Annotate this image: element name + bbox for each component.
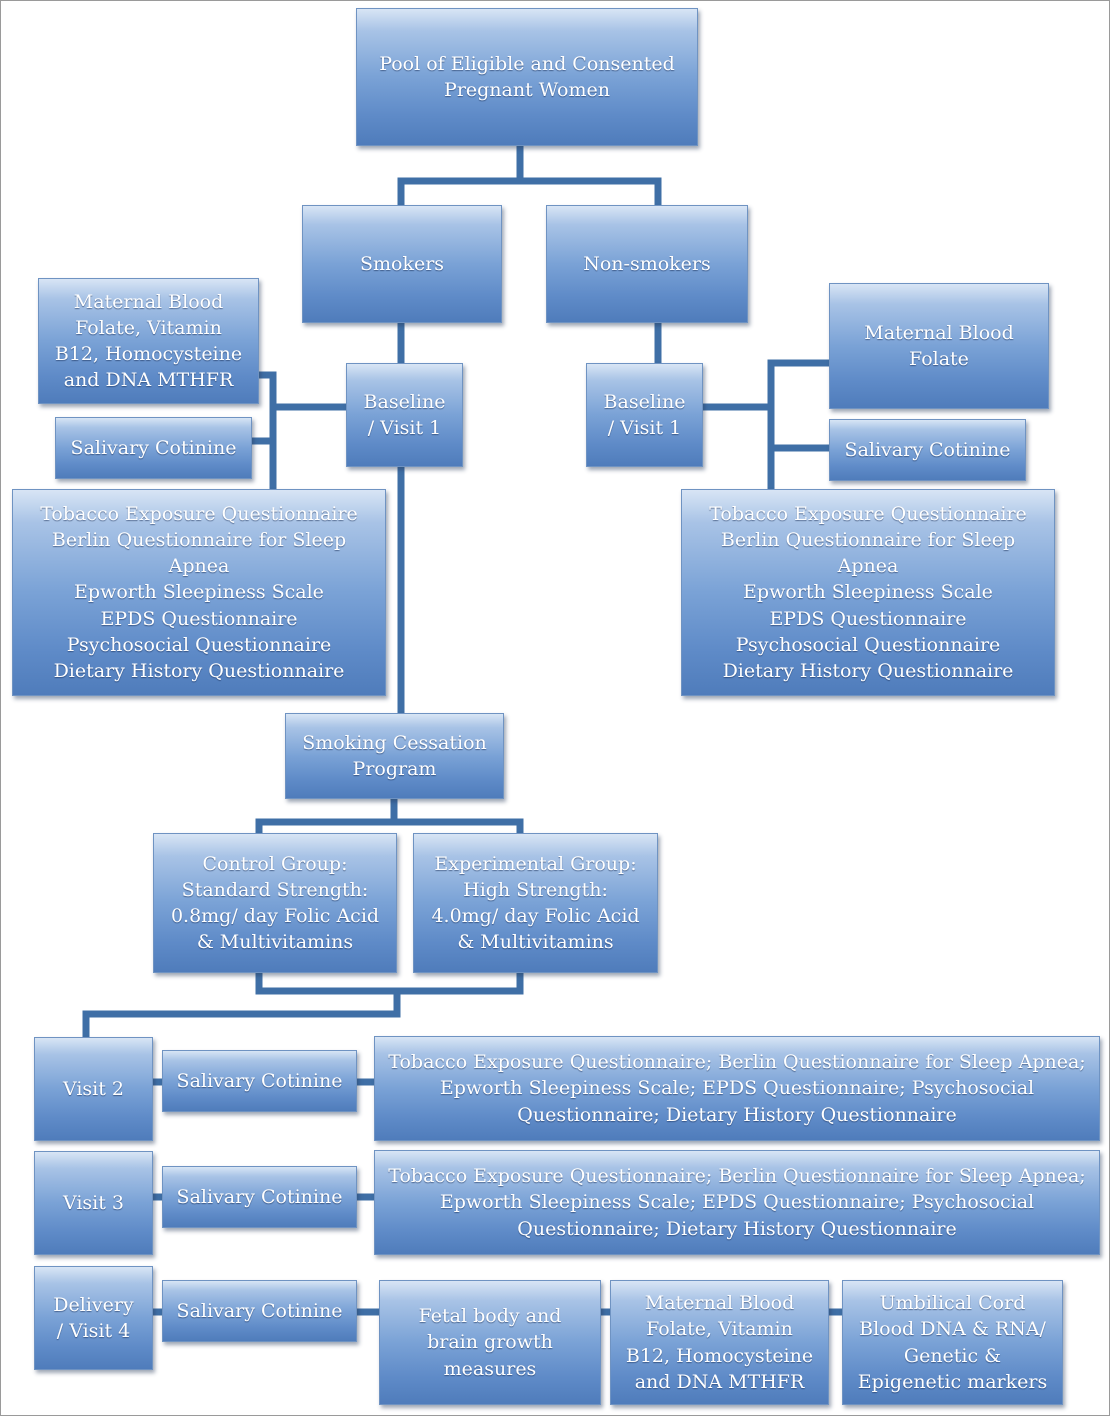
delivery-maternal-blood-box: Maternal Blood Folate, Vitamin B12, Homo… (610, 1280, 829, 1405)
visit-3-box: Visit 3 (34, 1151, 153, 1255)
visit-2-questionnaires-box: Tobacco Exposure Questionnaire; Berlin Q… (374, 1036, 1100, 1141)
control-group-box: Control Group: Standard Strength: 0.8mg/… (153, 833, 397, 973)
smokers-box: Smokers (302, 205, 502, 323)
non-smokers-maternal-blood-box: Maternal Blood Folate (829, 283, 1049, 409)
umbilical-cord-box: Umbilical Cord Blood DNA & RNA/ Genetic … (842, 1280, 1063, 1405)
smokers-maternal-blood-box: Maternal Blood Folate, Vitamin B12, Homo… (38, 278, 259, 404)
visit-2-box: Visit 2 (34, 1037, 153, 1141)
delivery-salivary-cotinine-box: Salivary Cotinine (162, 1280, 357, 1342)
smokers-questionnaires-box: Tobacco Exposure Questionnaire Berlin Qu… (12, 489, 386, 696)
pool-box: Pool of Eligible and Consented Pregnant … (356, 8, 698, 146)
delivery-visit-4-box: Delivery / Visit 4 (34, 1266, 153, 1370)
non-smokers-baseline-box: Baseline / Visit 1 (586, 363, 703, 467)
smokers-baseline-box: Baseline / Visit 1 (346, 363, 463, 467)
non-smokers-salivary-cotinine-box: Salivary Cotinine (829, 419, 1026, 481)
non-smokers-box: Non-smokers (546, 205, 748, 323)
visit-3-questionnaires-box: Tobacco Exposure Questionnaire; Berlin Q… (374, 1150, 1100, 1255)
visit-2-salivary-cotinine-box: Salivary Cotinine (162, 1050, 357, 1112)
fetal-growth-box: Fetal body and brain growth measures (379, 1280, 601, 1405)
visit-3-salivary-cotinine-box: Salivary Cotinine (162, 1166, 357, 1228)
smoking-cessation-box: Smoking Cessation Program (285, 713, 504, 799)
smokers-salivary-cotinine-box: Salivary Cotinine (55, 417, 252, 479)
experimental-group-box: Experimental Group: High Strength: 4.0mg… (413, 833, 658, 973)
non-smokers-questionnaires-box: Tobacco Exposure Questionnaire Berlin Qu… (681, 489, 1055, 696)
